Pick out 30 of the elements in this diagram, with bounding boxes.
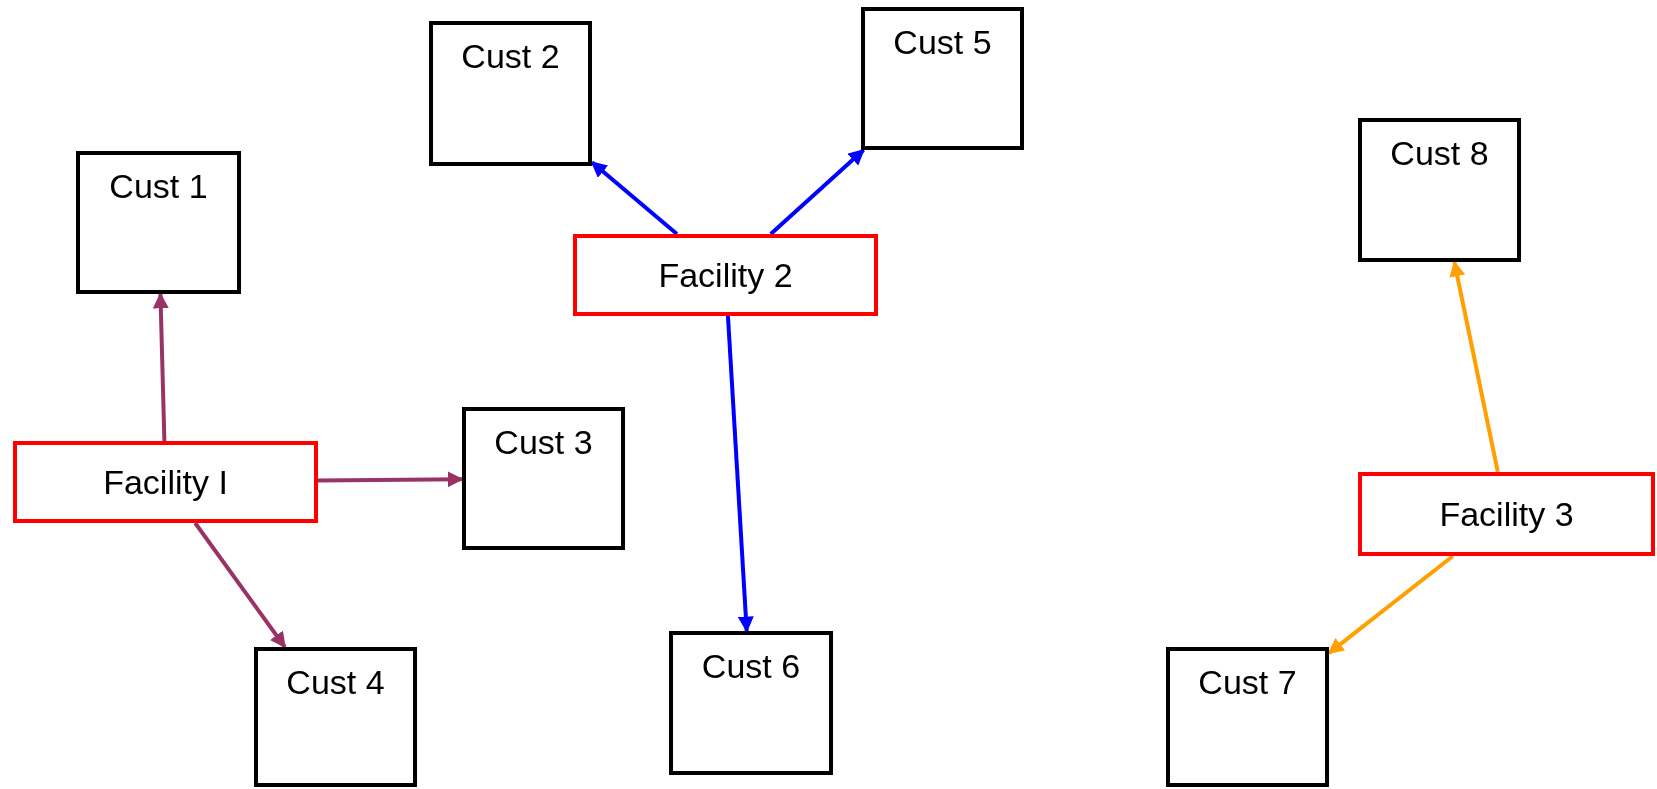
box-label: Facility 3	[1439, 494, 1574, 534]
box-label: Cust 4	[286, 663, 385, 702]
arrow	[152, 292, 169, 442]
box-label: Cust 1	[109, 167, 208, 206]
customer-box	[76, 151, 241, 294]
facility-box	[573, 234, 878, 316]
box-label: Cust 3	[494, 423, 593, 462]
customer-box	[669, 631, 833, 775]
box-label: Facility 2	[658, 255, 793, 295]
customer-box	[254, 647, 417, 787]
arrow	[725, 315, 754, 633]
arrow	[317, 471, 464, 488]
customer-box	[462, 407, 625, 550]
box-label: Cust 2	[461, 37, 560, 76]
arrow	[1327, 554, 1455, 655]
customer-box	[1166, 647, 1329, 787]
box-label: Cust 8	[1390, 134, 1489, 173]
arrow	[193, 521, 287, 649]
box-label: Cust 6	[701, 647, 801, 686]
facility-box	[13, 441, 318, 523]
customer-box	[429, 21, 592, 166]
facility-box	[1358, 472, 1655, 556]
arrow	[769, 148, 865, 236]
customer-box	[1358, 118, 1521, 262]
customer-box	[861, 7, 1024, 150]
arrow	[1449, 260, 1500, 473]
arrow	[590, 160, 679, 236]
box-label: Cust 7	[1198, 663, 1297, 702]
box-label: Cust 5	[893, 23, 992, 62]
box-label: Facility I	[103, 462, 228, 502]
